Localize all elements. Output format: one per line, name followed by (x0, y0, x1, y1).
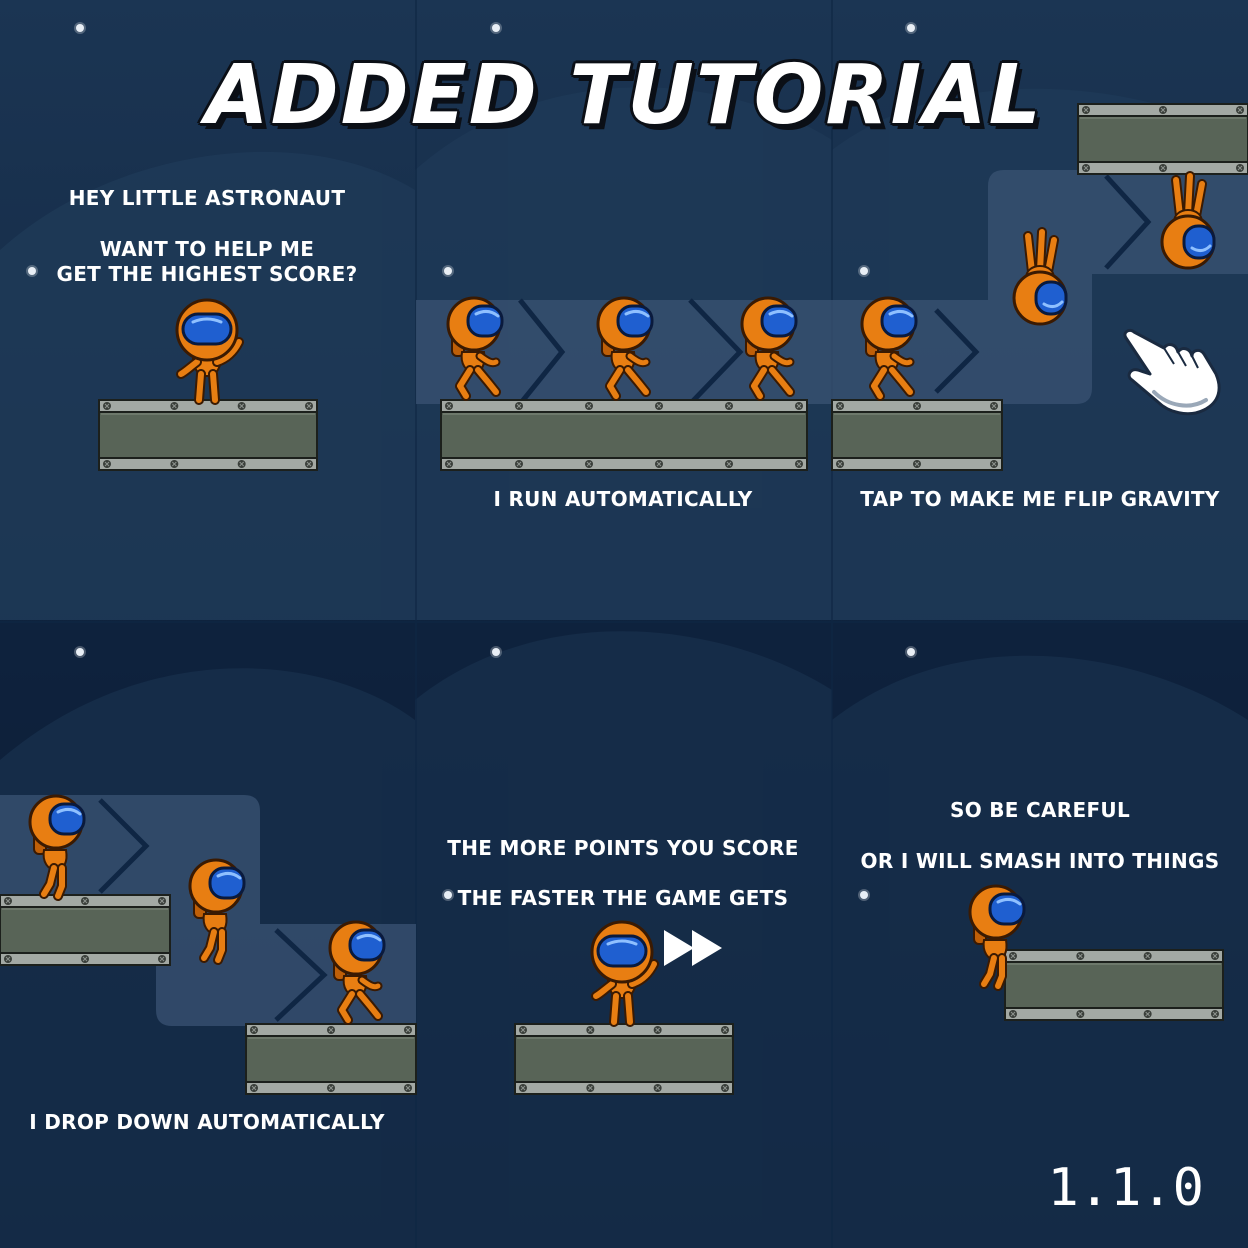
rivet (403, 1025, 413, 1035)
rivet (989, 459, 999, 469)
tap-hand-icon (1123, 328, 1221, 416)
rivet (102, 401, 112, 411)
caption-drop: I DROP DOWN AUTOMATICALLY (29, 1110, 385, 1134)
rivet (720, 1083, 730, 1093)
metal-platform (245, 1023, 417, 1095)
rivet (654, 401, 664, 411)
rivet (724, 459, 734, 469)
platforms (0, 103, 1248, 1095)
caption-speed-line2: THE FASTER THE GAME GETS (457, 886, 789, 910)
caption-run: I RUN AUTOMATICALLY (493, 487, 753, 511)
metal-platform (98, 399, 318, 471)
rivet (584, 401, 594, 411)
tutorial-title: ADDED TUTORIAL (205, 48, 1043, 143)
metal-platform (1077, 103, 1248, 175)
rivet (1008, 951, 1018, 961)
rivet (3, 896, 13, 906)
rivet (585, 1083, 595, 1093)
rivet (1143, 1009, 1153, 1019)
rivet (304, 459, 314, 469)
rivet (1075, 951, 1085, 961)
rivet (989, 401, 999, 411)
rivet (1235, 105, 1245, 115)
rivet (102, 459, 112, 469)
rivet (80, 896, 90, 906)
rivet (514, 401, 524, 411)
rivet (249, 1083, 259, 1093)
rivet (169, 459, 179, 469)
rivet (1210, 1009, 1220, 1019)
rivet (237, 401, 247, 411)
rivet (1008, 1009, 1018, 1019)
version-label: 1.1.0 (1047, 1158, 1204, 1218)
rivet (794, 459, 804, 469)
rivet (1143, 951, 1153, 961)
caption-careful-line1: SO BE CAREFUL (949, 798, 1131, 822)
rivet (518, 1025, 528, 1035)
metal-platform (440, 399, 808, 471)
rivet (249, 1025, 259, 1035)
direction-chevrons (98, 174, 1152, 1022)
rivet (514, 459, 524, 469)
rivet (1235, 163, 1245, 173)
rivet (584, 459, 594, 469)
rivet (237, 459, 247, 469)
metal-platform (1004, 949, 1224, 1021)
rivet (403, 1083, 413, 1093)
rivet (912, 459, 922, 469)
caption-intro-line3: GET THE HIGHEST SCORE? (56, 262, 358, 286)
caption-intro-line2: WANT TO HELP ME (99, 237, 315, 261)
rivet (1075, 1009, 1085, 1019)
rivet (1158, 163, 1168, 173)
rivet (654, 459, 664, 469)
caption-intro-line1: HEY LITTLE ASTRONAUT (68, 186, 346, 210)
rivet (444, 401, 454, 411)
fast-forward-icon (664, 930, 722, 966)
rivet (1081, 105, 1091, 115)
metal-platform (0, 894, 171, 966)
caption-speed-line1: THE MORE POINTS YOU SCORE (447, 836, 799, 860)
rivet (720, 1025, 730, 1035)
rivet (326, 1025, 336, 1035)
rivet (835, 401, 845, 411)
rivet (1158, 105, 1168, 115)
rivet (835, 459, 845, 469)
metal-platform (831, 399, 1003, 471)
rivet (444, 459, 454, 469)
caption-flip: TAP TO MAKE ME FLIP GRAVITY (860, 487, 1220, 511)
rivet (912, 401, 922, 411)
rivet (724, 401, 734, 411)
rivet (794, 401, 804, 411)
rivet (1081, 163, 1091, 173)
rivet (304, 401, 314, 411)
rivet (80, 954, 90, 964)
rivet (157, 954, 167, 964)
metal-platform (514, 1023, 734, 1095)
rivet (653, 1083, 663, 1093)
rivet (169, 401, 179, 411)
rivet (653, 1025, 663, 1035)
rivet (1210, 951, 1220, 961)
caption-careful-line2: OR I WILL SMASH INTO THINGS (860, 849, 1220, 873)
rivet (326, 1083, 336, 1093)
rivet (518, 1083, 528, 1093)
rivet (3, 954, 13, 964)
rivet (157, 896, 167, 906)
rivet (585, 1025, 595, 1035)
